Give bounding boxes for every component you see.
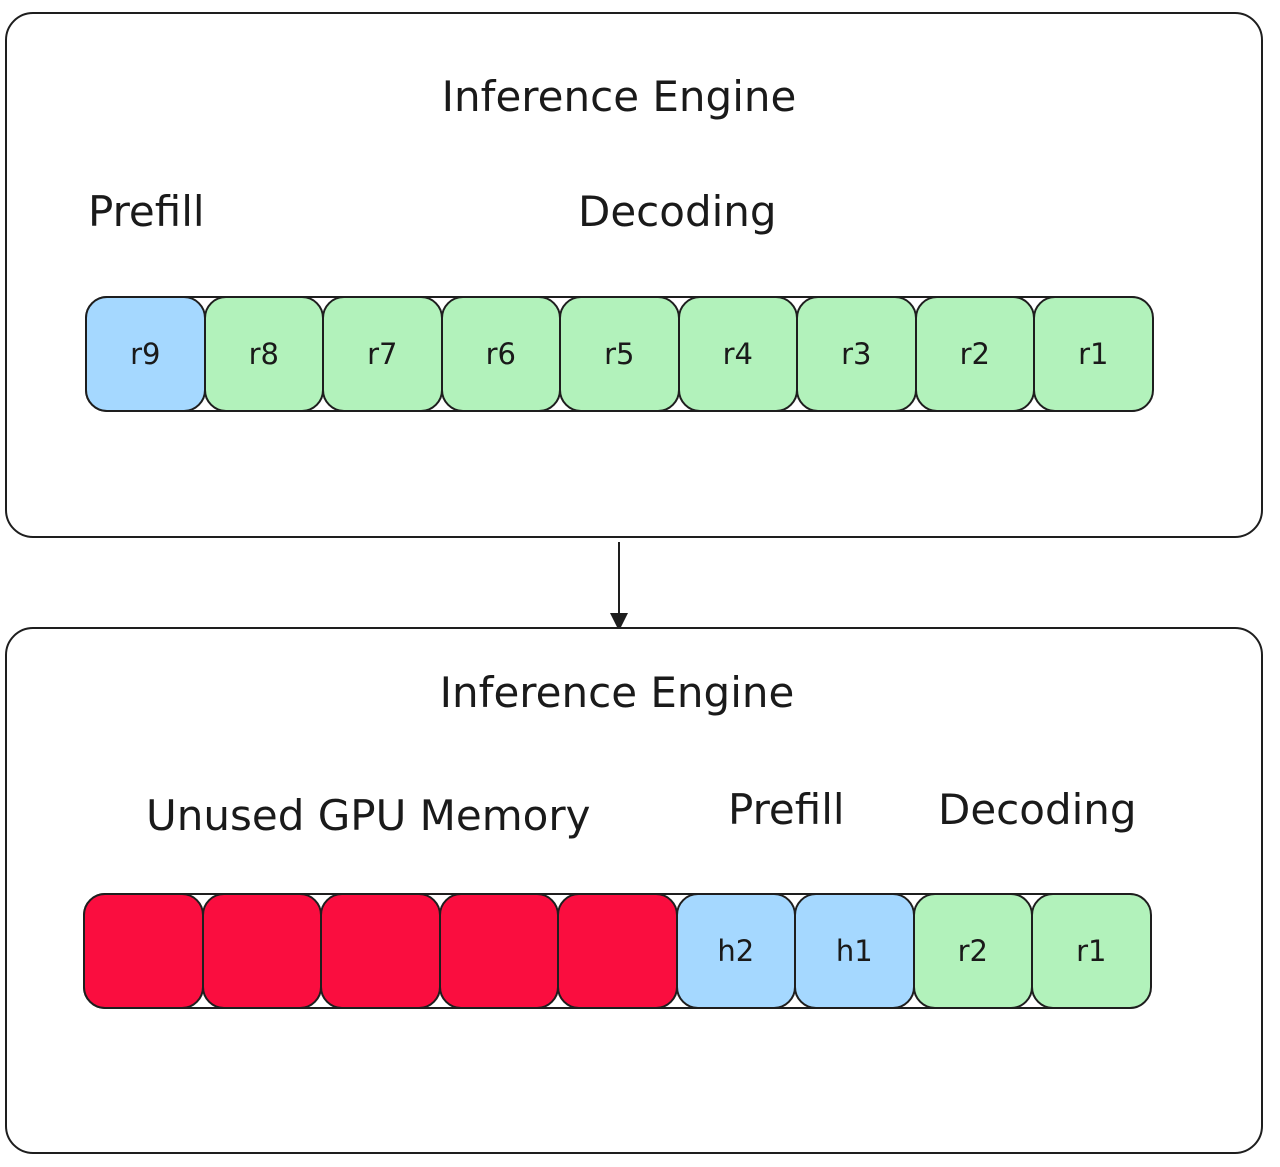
top-cell-r4: r4 bbox=[677, 296, 798, 412]
bottom-cell-unused-3 bbox=[320, 893, 441, 1009]
unused-gpu-memory-label: Unused GPU Memory bbox=[146, 791, 591, 840]
bottom-cell-unused-2 bbox=[201, 893, 322, 1009]
bottom-cell-r1: r1 bbox=[1031, 893, 1152, 1009]
bottom-request-queue: h2 h1 r2 r1 bbox=[83, 893, 1152, 1009]
bottom-cell-label: r1 bbox=[1076, 933, 1107, 968]
bottom-cell-label: h1 bbox=[835, 933, 873, 968]
top-cell-r6: r6 bbox=[440, 296, 561, 412]
top-inference-engine-panel bbox=[5, 12, 1263, 538]
bottom-decoding-label: Decoding bbox=[938, 785, 1137, 834]
top-cell-label: r2 bbox=[959, 336, 990, 371]
top-cell-label: r3 bbox=[841, 336, 872, 371]
bottom-cell-label: r2 bbox=[957, 933, 988, 968]
bottom-cell-unused-5 bbox=[557, 893, 678, 1009]
bottom-cell-unused-1 bbox=[83, 893, 204, 1009]
top-engine-title: Inference Engine bbox=[441, 72, 797, 121]
bottom-engine-title: Inference Engine bbox=[439, 668, 795, 717]
top-cell-r9: r9 bbox=[85, 296, 206, 412]
top-prefill-label: Prefill bbox=[88, 187, 205, 236]
bottom-cell-r2: r2 bbox=[912, 893, 1033, 1009]
top-cell-label: r1 bbox=[1078, 336, 1109, 371]
top-cell-label: r9 bbox=[130, 336, 161, 371]
bottom-cell-label: h2 bbox=[717, 933, 755, 968]
top-cell-label: r8 bbox=[248, 336, 279, 371]
top-decoding-label: Decoding bbox=[578, 187, 777, 236]
bottom-inference-engine-panel bbox=[5, 627, 1263, 1154]
top-cell-r7: r7 bbox=[322, 296, 443, 412]
bottom-cell-h2: h2 bbox=[675, 893, 796, 1009]
top-cell-r3: r3 bbox=[796, 296, 917, 412]
top-cell-r8: r8 bbox=[203, 296, 324, 412]
top-cell-label: r7 bbox=[367, 336, 398, 371]
top-cell-label: r4 bbox=[722, 336, 753, 371]
top-cell-label: r5 bbox=[604, 336, 635, 371]
bottom-cell-h1: h1 bbox=[794, 893, 915, 1009]
bottom-prefill-label: Prefill bbox=[728, 785, 845, 834]
top-cell-r1: r1 bbox=[1033, 296, 1154, 412]
bottom-cell-unused-4 bbox=[438, 893, 559, 1009]
top-request-queue: r9 r8 r7 r6 r5 r4 r3 r2 r1 bbox=[85, 296, 1154, 412]
top-cell-label: r6 bbox=[485, 336, 516, 371]
